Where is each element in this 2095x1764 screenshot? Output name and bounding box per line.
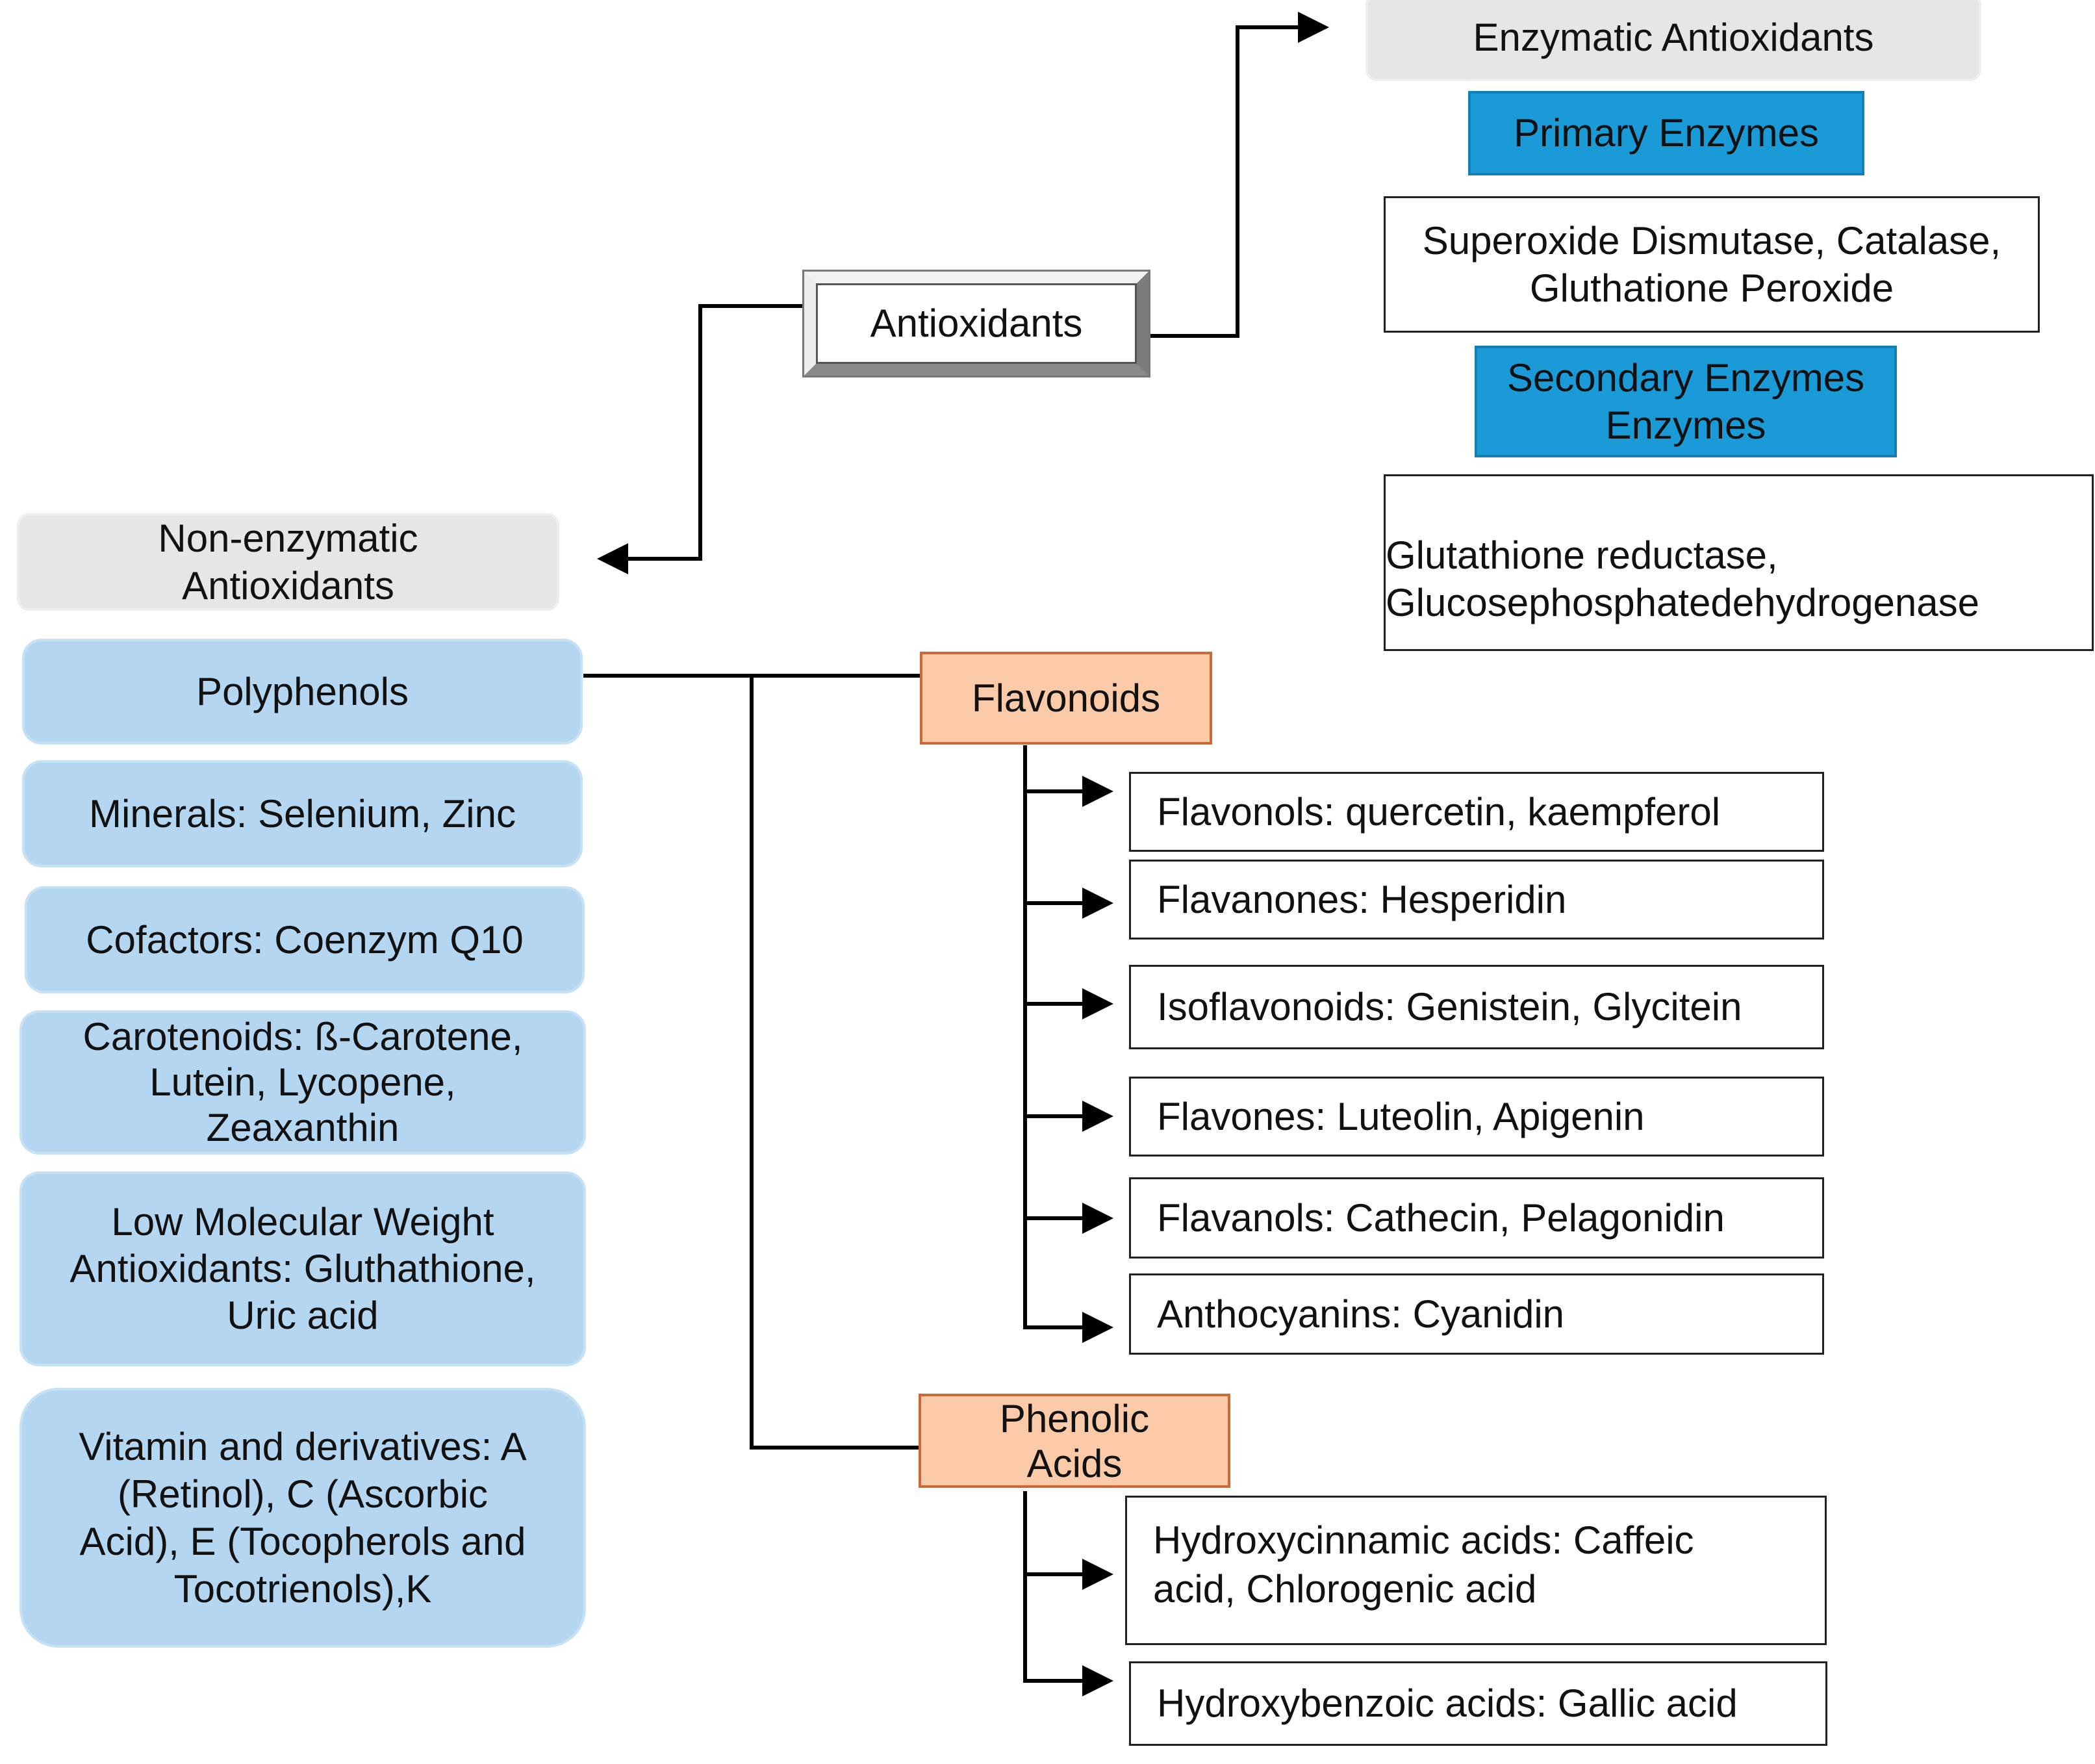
flavonoid-item-label: Anthocyanins: Cyanidin bbox=[1157, 1292, 1565, 1336]
antioxidants-root-box: Antioxidants bbox=[804, 272, 1149, 376]
flavonoid-item-box: Anthocyanins: Cyanidin bbox=[1129, 1273, 1824, 1355]
category-polyphenols: Polyphenols bbox=[22, 639, 583, 745]
flavonoid-item-box: Flavonols: quercetin, kaempferol bbox=[1129, 772, 1824, 852]
connector-polyphenols-to-phenolic-acids bbox=[750, 676, 920, 1450]
category-label: Vitamin and derivatives: A bbox=[79, 1424, 527, 1468]
phenolic-acid-item-label: acid, Chlorogenic acid bbox=[1153, 1567, 1537, 1611]
phenolic-acids-box: Phenolic Acids bbox=[919, 1394, 1230, 1488]
category-minerals: Minerals: Selenium, Zinc bbox=[22, 760, 583, 867]
secondary-enzymes-box: Secondary Enzymes Enzymes bbox=[1475, 346, 1897, 457]
primary-enzymes-item: Superoxide Dismutase, Catalase, bbox=[1422, 218, 2001, 262]
primary-enzymes-label: Primary Enzymes bbox=[1513, 111, 1820, 155]
primary-enzymes-item: Gluthatione Peroxide bbox=[1529, 266, 1894, 310]
enzymatic-antioxidants-box: Enzymatic Antioxidants bbox=[1365, 0, 1981, 81]
flavonoid-item-label: Flavanones: Hesperidin bbox=[1157, 877, 1567, 921]
category-label: Tocotrienols),K bbox=[173, 1567, 432, 1611]
phenolic-acid-item-label: Hydroxycinnamic acids: Caffeic bbox=[1153, 1518, 1694, 1562]
category-carotenoids: Carotenoids: ß-Carotene, Lutein, Lycopen… bbox=[19, 1010, 586, 1155]
flavonoid-item-label: Isoflavonoids: Genistein, Glycitein bbox=[1157, 985, 1742, 1029]
phenolic-acid-item-box: Hydroxybenzoic acids: Gallic acid bbox=[1129, 1661, 1827, 1746]
category-label: Low Molecular Weight bbox=[111, 1200, 494, 1244]
flavonoids-label: Flavonoids bbox=[971, 676, 1161, 720]
secondary-enzymes-label: Secondary Enzymes bbox=[1506, 355, 1865, 400]
category-label: Zeaxanthin bbox=[206, 1106, 400, 1150]
category-label: Antioxidants: Gluthathione, bbox=[70, 1247, 536, 1290]
phenolic-acid-item-label: Hydroxybenzoic acids: Gallic acid bbox=[1157, 1681, 1738, 1726]
connector-root-to-non-enzymatic bbox=[597, 304, 806, 574]
non-enzymatic-title: Non-enzymatic bbox=[158, 516, 418, 560]
category-label: Minerals: Selenium, Zinc bbox=[89, 791, 516, 836]
antioxidants-root-label: Antioxidants bbox=[870, 301, 1083, 346]
enzymatic-antioxidants-title: Enzymatic Antioxidants bbox=[1473, 15, 1874, 59]
primary-enzymes-box: Primary Enzymes bbox=[1468, 91, 1864, 175]
category-label: Polyphenols bbox=[196, 669, 409, 713]
secondary-enzymes-item: Glutathione reductase, bbox=[1386, 533, 1778, 577]
category-label: Acid), E (Tocopherols and bbox=[79, 1520, 526, 1563]
flavonoid-item-box: Flavanones: Hesperidin bbox=[1129, 860, 1824, 940]
flavonoid-item-box: Flavones: Luteolin, Apigenin bbox=[1129, 1077, 1824, 1157]
connector-root-to-enzymatic bbox=[1150, 12, 1329, 338]
phenolic-acids-label: Acids bbox=[1026, 1441, 1123, 1485]
phenolic-acids-label: Phenolic bbox=[999, 1396, 1150, 1440]
phenolic-acid-item-box: Hydroxycinnamic acids: Caffeic acid, Chl… bbox=[1125, 1496, 1827, 1645]
category-label: Carotenoids: ß-Carotene, bbox=[83, 1014, 523, 1058]
category-label: Cofactors: Coenzym Q10 bbox=[86, 917, 524, 962]
flavonoid-item-box: Flavanols: Cathecin, Pelagonidin bbox=[1129, 1177, 1824, 1259]
secondary-enzymes-label: Enzymes bbox=[1605, 403, 1766, 447]
flavonoids-box: Flavonoids bbox=[920, 652, 1212, 745]
flavonoid-item-label: Flavonols: quercetin, kaempferol bbox=[1157, 789, 1721, 834]
category-label: Lutein, Lycopene, bbox=[149, 1060, 456, 1104]
secondary-enzymes-item: Glucosephosphatedehydrogenase bbox=[1386, 581, 1980, 624]
category-vitamins: Vitamin and derivatives: A (Retinol), C … bbox=[19, 1388, 586, 1648]
flavonoid-item-label: Flavones: Luteolin, Apigenin bbox=[1157, 1094, 1645, 1138]
non-enzymatic-antioxidants-box: Non-enzymatic Antioxidants bbox=[17, 513, 559, 611]
flavonoid-item-label: Flavanols: Cathecin, Pelagonidin bbox=[1157, 1195, 1725, 1240]
secondary-enzymes-list-box: Glutathione reductase, Glucosephosphated… bbox=[1384, 474, 2094, 651]
non-enzymatic-title: Antioxidants bbox=[182, 564, 394, 607]
flavonoid-item-box: Isoflavonoids: Genistein, Glycitein bbox=[1129, 965, 1824, 1049]
primary-enzymes-list-box: Superoxide Dismutase, Catalase, Gluthati… bbox=[1384, 196, 2040, 333]
category-low-molecular-weight: Low Molecular Weight Antioxidants: Gluth… bbox=[19, 1171, 586, 1366]
category-cofactors: Cofactors: Coenzym Q10 bbox=[25, 886, 585, 993]
category-label: (Retinol), C (Ascorbic bbox=[117, 1472, 489, 1516]
category-label: Uric acid bbox=[227, 1294, 379, 1337]
